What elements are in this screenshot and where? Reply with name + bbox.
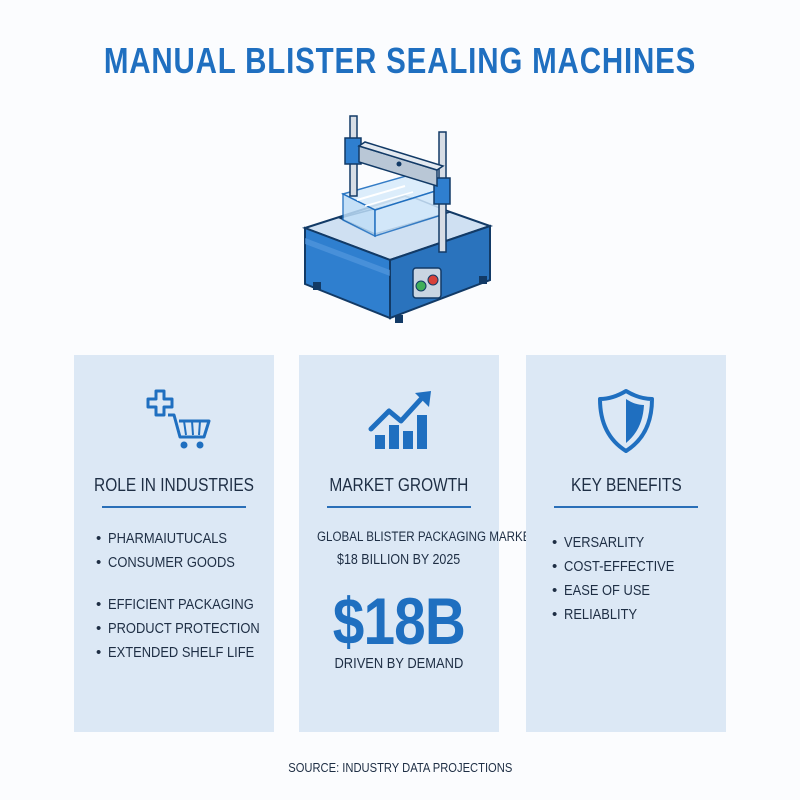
list-item: EFFICIENT PACKAGING (96, 593, 285, 617)
key-benefits-card: KEY BENEFITS VERSARLITY COST-EFFECTIVE E… (526, 355, 726, 732)
growth-chart-icon (368, 391, 431, 449)
card-heading: MARKET GROWTH (329, 475, 469, 495)
market-value-highlight: $18B (332, 584, 466, 658)
blister-sealing-machine-illustration (301, 115, 494, 323)
industries-list: PHARMAIUTUCALS CONSUMER GOODS (96, 527, 256, 575)
list-item: RELIABLITY (552, 603, 693, 627)
heading-divider (102, 506, 246, 508)
role-in-industries-card: ROLE IN INDUSTRIES PHARMAIUTUCALS CONSUM… (74, 355, 274, 732)
market-growth-card: MARKET GROWTH GLOBAL BLISTER PACKAGING M… (299, 355, 538, 732)
market-driver: DRIVEN BY DEMAND (334, 655, 464, 672)
market-projection: $18 BILLION BY 2025 (337, 552, 461, 568)
card-heading: ROLE IN INDUSTRIES (94, 475, 254, 495)
list-item: PRODUCT PROTECTION (96, 617, 285, 641)
heading-divider (554, 506, 698, 508)
list-item: EASE OF USE (552, 579, 693, 603)
list-item: COST-EFFECTIVE (552, 555, 693, 579)
roles-list: EFFICIENT PACKAGING PRODUCT PROTECTION E… (96, 593, 285, 665)
list-item: EXTENDED SHELF LIFE (96, 641, 285, 665)
list-item: VERSARLITY (552, 531, 693, 555)
list-item: PHARMAIUTUCALS (96, 527, 256, 551)
medical-cross-cart-icon (146, 389, 211, 449)
heading-divider (327, 506, 471, 508)
benefits-list: VERSARLITY COST-EFFECTIVE EASE OF USE RE… (552, 531, 693, 627)
source-note: SOURCE: INDUSTRY DATA PROJECTIONS (287, 760, 513, 775)
shield-icon (598, 389, 654, 453)
market-description: GLOBAL BLISTER PACKAGING MARKET (316, 529, 538, 544)
card-heading: KEY BENEFITS (570, 475, 682, 495)
page-title: MANUAL BLISTER SEALING MACHINES (103, 40, 697, 81)
list-item: CONSUMER GOODS (96, 551, 256, 575)
